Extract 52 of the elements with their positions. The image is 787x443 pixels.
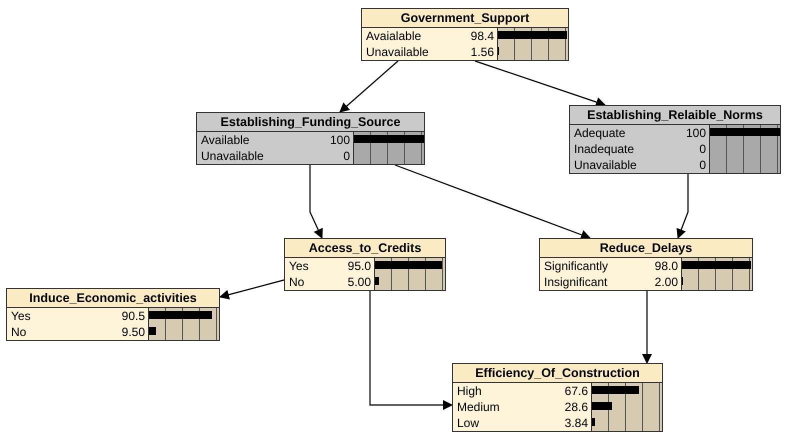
node-title: Government_Support (362, 9, 568, 28)
state-value: 2.00 (654, 274, 679, 290)
arrow (676, 174, 689, 239)
state-label: Inadequate (573, 141, 636, 157)
arrow (309, 165, 323, 239)
state-label: Yes (288, 258, 310, 274)
node-title: Reduce_Delays (540, 239, 752, 258)
state-value: 1.56 (470, 44, 495, 60)
state-label: High (456, 383, 483, 399)
state-label: Low (456, 415, 480, 431)
state-label: Adequate (573, 125, 626, 141)
state-value: 3.84 (564, 415, 589, 431)
arrow (219, 279, 284, 300)
state-label: Medium (456, 399, 501, 415)
state-value: 90.5 (120, 308, 146, 324)
state-label: Avaialable (365, 28, 422, 44)
state-label: Insignificant (543, 274, 608, 290)
state-value: 0 (342, 148, 351, 164)
state-value: 28.6 (564, 399, 589, 415)
state-label: Available (200, 132, 250, 148)
state-label: No (10, 324, 28, 340)
state-value: 9.50 (120, 324, 146, 340)
arrow (339, 60, 398, 113)
state-value: 0 (698, 141, 707, 157)
node-title: Efficiency_Of_Construction (453, 364, 662, 383)
network-node (569, 105, 781, 174)
state-label: Significantly (543, 258, 610, 274)
state-label: Unavailable (365, 44, 430, 60)
node-title: Induce_Economic_activities (7, 289, 219, 308)
network-node (6, 288, 220, 341)
arrow (369, 291, 453, 410)
state-value: 98.4 (470, 28, 495, 44)
network-node (452, 363, 663, 432)
state-value: 5.00 (346, 274, 372, 290)
state-value: 100 (684, 125, 707, 141)
state-value: 67.6 (564, 383, 589, 399)
network-node (196, 112, 425, 165)
network-node (284, 238, 446, 291)
arrow (642, 291, 652, 364)
state-value: 95.0 (346, 258, 372, 274)
state-label: Unavailable (573, 157, 638, 173)
state-label: Yes (10, 308, 32, 324)
network-node (539, 238, 753, 291)
state-value: 98.0 (654, 258, 679, 274)
arrow (474, 60, 606, 107)
network-node (361, 8, 569, 61)
arrow (394, 164, 591, 240)
state-value: 0 (698, 157, 707, 173)
state-value: 100 (328, 132, 351, 148)
node-title: Access_to_Credits (285, 239, 445, 258)
state-label: Unavailable (200, 148, 265, 164)
state-label: No (288, 274, 306, 290)
